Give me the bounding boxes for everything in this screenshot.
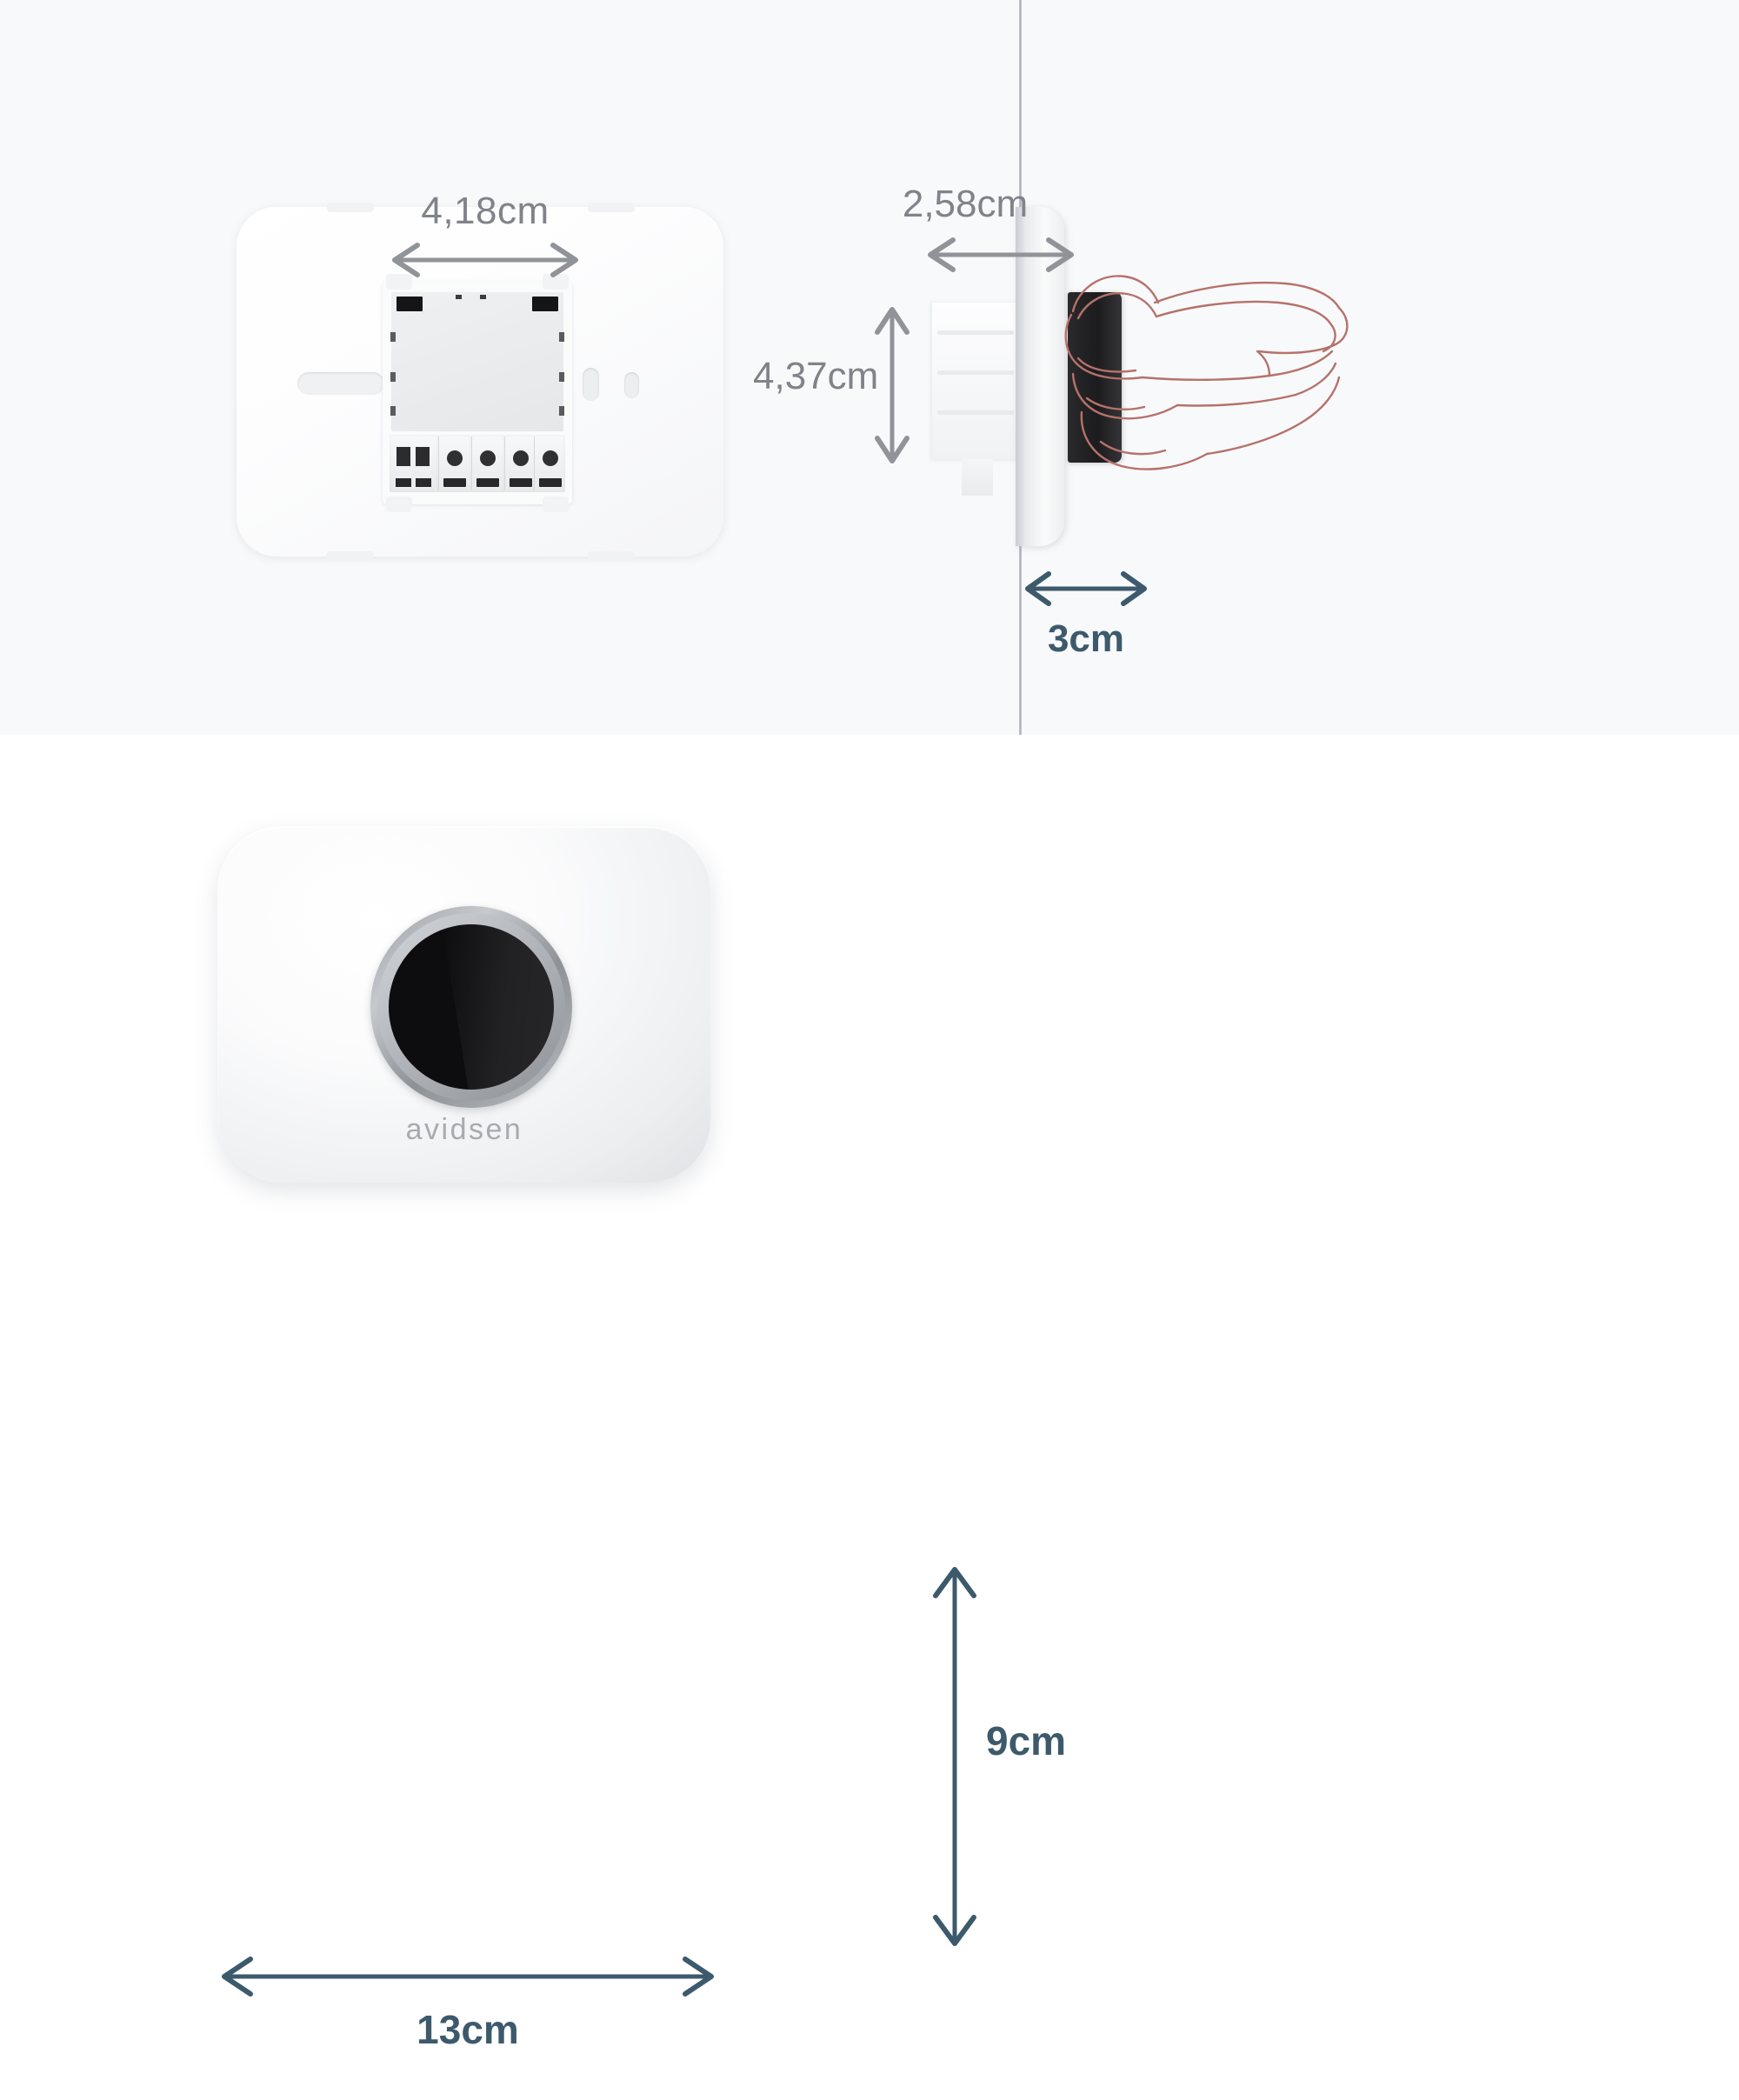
module-pin-right-3 [559, 406, 564, 416]
module-clip-bottom-right [543, 497, 569, 512]
module-chip-right [532, 297, 558, 311]
dial-face[interactable] [389, 924, 554, 1090]
terminal-screw-1 [447, 450, 463, 466]
module-pin-right-1 [559, 332, 564, 342]
terminal-cell-4 [534, 437, 563, 490]
module-pin-left-3 [390, 406, 396, 416]
dimension-arrow-9 [933, 1567, 976, 1946]
backplate-tab-bottom-right [588, 551, 635, 561]
terminal-screw-2 [480, 450, 496, 466]
terminal-cell-2 [471, 437, 503, 490]
thermostat-front-view: avidsen [217, 826, 711, 1183]
terminal-slot-b [416, 478, 431, 487]
terminal-slot-a [396, 478, 411, 487]
dial-gloss-highlight [442, 924, 554, 1090]
terminal-square-a [396, 447, 410, 466]
side-module-rib-1 [937, 330, 1014, 335]
screw-terminal-block [390, 435, 565, 492]
dimension-label-437: 4,37cm [753, 355, 879, 397]
side-module-rib-2 [937, 370, 1014, 375]
backplate-cable-slot [297, 372, 384, 395]
module-body [390, 292, 564, 431]
module-smd-a [456, 295, 462, 299]
terminal-cell-wide [391, 437, 436, 490]
dimension-height-9: 9cm [878, 1561, 1113, 1952]
brand-logo: avidsen [405, 1113, 523, 1146]
dimension-arrow-258 [928, 237, 1074, 272]
backplate-mount-hole-a [583, 368, 599, 401]
backplate-tab-bottom-left [327, 551, 374, 561]
terminal-cell-3 [504, 437, 536, 490]
dimension-label-418: 4,18cm [421, 190, 550, 232]
terminal-opening-3 [510, 478, 532, 487]
module-smd-b [480, 295, 486, 299]
bottom-section: avidsen 9cm 13cm [0, 735, 1739, 2052]
dial-bezel-ring [377, 913, 565, 1101]
terminal-cell-1 [438, 437, 470, 490]
terminal-opening-2 [476, 478, 499, 487]
module-clip-top-left [386, 274, 412, 290]
dimension-width-13: 13cm [216, 1952, 720, 2100]
dimension-depth-258: 2,58cm [878, 183, 1078, 278]
terminal-opening-4 [539, 478, 562, 487]
module-pin-left-1 [390, 332, 396, 342]
terminal-screw-4 [543, 450, 558, 466]
terminal-square-b [416, 447, 430, 466]
dimension-width-418: 4,18cm [388, 190, 583, 277]
terminal-screw-3 [513, 450, 529, 466]
module-clip-top-right [543, 274, 569, 290]
dimension-label-258: 2,58cm [902, 183, 1029, 225]
electronics-module [383, 274, 572, 512]
module-pin-left-2 [390, 372, 396, 382]
dial-bezel-outer [370, 906, 572, 1108]
backplate-tab-top-left [327, 203, 374, 212]
dimension-label-3: 3cm [1047, 617, 1125, 660]
hand-illustration [1064, 275, 1349, 470]
backplate-tab-top-right [588, 203, 635, 212]
dimension-height-437: 4,37cm [753, 303, 909, 468]
dimension-label-9: 9cm [986, 1718, 1067, 1763]
side-view-module [932, 303, 1021, 459]
dimension-arrow-13 [222, 1957, 714, 1997]
side-module-rib-3 [937, 410, 1014, 415]
dimension-protrusion-3: 3cm [1021, 567, 1186, 671]
terminal-opening-1 [443, 478, 466, 487]
dimension-label-13: 13cm [416, 2007, 519, 2052]
module-clip-bottom-left [386, 497, 412, 512]
module-chip-left [396, 297, 423, 311]
side-module-foot [962, 459, 993, 496]
dimension-arrow-437 [875, 307, 909, 463]
dimension-arrow-3 [1025, 571, 1147, 606]
thermostat-back-plate [237, 203, 723, 561]
module-pin-right-2 [559, 372, 564, 382]
backplate-mount-hole-b [624, 372, 639, 398]
dimension-arrow-418 [392, 243, 578, 277]
top-section: 4,18cm [0, 0, 1739, 735]
